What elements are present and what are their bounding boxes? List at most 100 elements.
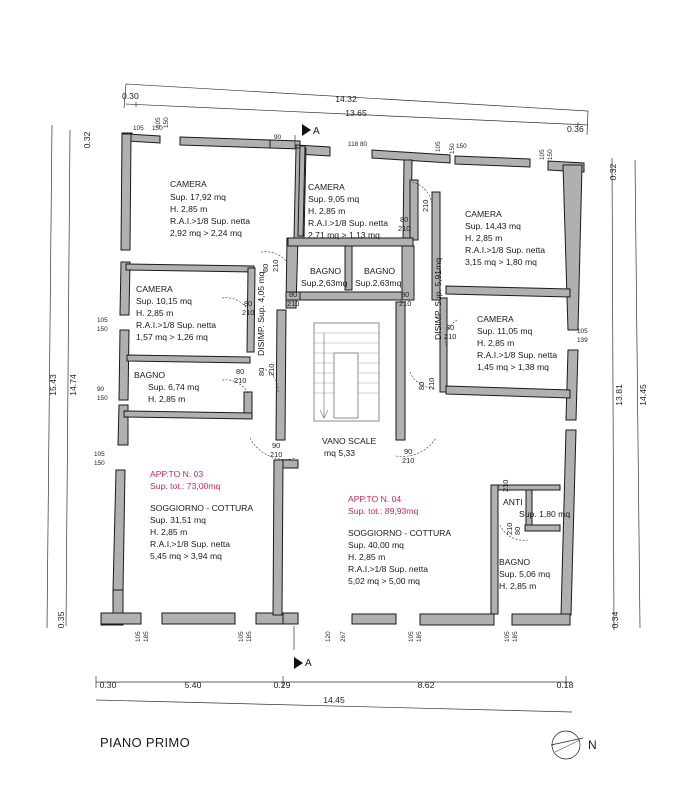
svg-text:185: 185: [143, 631, 150, 642]
svg-text:Sup.2,63mq: Sup.2,63mq: [301, 278, 348, 288]
exterior-walls: [100, 132, 585, 626]
svg-text:Sup. tot.: 73,00mq: Sup. tot.: 73,00mq: [150, 481, 220, 491]
top-inner-dim: 13.65: [345, 108, 367, 118]
room-camera-4: CAMERA Sup. 10,15 mq H. 2,85 m R.A.I.>1/…: [136, 284, 216, 342]
svg-text:CAMERA: CAMERA: [136, 284, 173, 294]
svg-text:120: 120: [325, 631, 332, 642]
svg-text:Sup. 40,00 mq: Sup. 40,00 mq: [348, 540, 404, 550]
svg-text:80: 80: [417, 382, 426, 390]
svg-text:R.A.I.>1/8 Sup. netta: R.A.I.>1/8 Sup. netta: [170, 216, 250, 226]
svg-text:R.A.I.>1/8 Sup. netta: R.A.I.>1/8 Sup. netta: [477, 350, 557, 360]
svg-text:SOGGIORNO - COTTURA: SOGGIORNO - COTTURA: [150, 503, 253, 513]
left-top-wall-dim: 0.32: [82, 131, 92, 148]
svg-text:Sup. tot.: 89,93mq: Sup. tot.: 89,93mq: [348, 506, 418, 516]
svg-text:80: 80: [513, 527, 522, 535]
apartment-04-label: APP.TO N. 04 Sup. tot.: 89,93mq: [348, 494, 418, 516]
svg-text:CAMERA: CAMERA: [170, 179, 207, 189]
svg-text:R.A.I.>1/8 Sup. netta: R.A.I.>1/8 Sup. netta: [150, 539, 230, 549]
svg-text:VANO SCALE: VANO SCALE: [322, 436, 377, 446]
window-dims-top: 105 150 90 118 80 150: [133, 125, 467, 150]
svg-text:H. 2,85 m: H. 2,85 m: [499, 581, 536, 591]
svg-text:Sup. 1,80 mq: Sup. 1,80 mq: [519, 509, 570, 519]
svg-text:H. 2,85 m: H. 2,85 m: [308, 206, 345, 216]
svg-text:105: 105: [408, 631, 415, 642]
bottom-left-span-dim: 5.40: [185, 680, 202, 690]
svg-text:H. 2,85 m: H. 2,85 m: [465, 233, 502, 243]
svg-text:1,45 mq > 1,38 mq: 1,45 mq > 1,38 mq: [477, 362, 549, 372]
svg-text:Sup. 11,05 mq: Sup. 11,05 mq: [477, 326, 532, 336]
svg-text:105: 105: [577, 328, 588, 335]
svg-text:1,57 mq > 1,26 mq: 1,57 mq > 1,26 mq: [136, 332, 208, 342]
svg-text:105: 105: [133, 125, 144, 132]
svg-text:SOGGIORNO - COTTURA: SOGGIORNO - COTTURA: [348, 528, 451, 538]
svg-text:210: 210: [271, 260, 280, 272]
svg-text:80: 80: [244, 299, 252, 308]
svg-text:105: 105: [504, 631, 511, 642]
svg-text:185: 185: [246, 631, 253, 642]
room-camera-2: CAMERA Sup. 9,05 mq H. 2,85 m R.A.I.>1/8…: [308, 182, 388, 240]
svg-text:267: 267: [340, 631, 347, 642]
svg-text:210: 210: [402, 456, 414, 465]
svg-text:105: 105: [155, 117, 162, 128]
svg-text:DISIMP. Sup. 4,05 mq: DISIMP. Sup. 4,05 mq: [256, 271, 266, 356]
svg-text:2,92 mq > 2,24 mq: 2,92 mq > 2,24 mq: [170, 228, 242, 238]
section-marker-bottom: A: [293, 626, 312, 669]
svg-text:210: 210: [505, 523, 514, 535]
svg-text:105: 105: [539, 149, 546, 160]
svg-text:90: 90: [272, 441, 280, 450]
right-inner-dim: 13.81: [614, 384, 624, 406]
svg-text:80: 80: [400, 215, 408, 224]
svg-text:105: 105: [435, 141, 442, 152]
svg-text:Sup. 10,15 mq: Sup. 10,15 mq: [136, 296, 192, 306]
door-swings: [221, 181, 529, 541]
svg-text:H. 2,85 m: H. 2,85 m: [148, 394, 185, 404]
svg-text:Sup. 31,51 mq: Sup. 31,51 mq: [150, 515, 206, 525]
svg-text:Sup. 5,06 mq: Sup. 5,06 mq: [499, 569, 550, 579]
svg-text:105: 105: [238, 631, 245, 642]
room-soggiorno-1: SOGGIORNO - COTTURA Sup. 31,51 mq H. 2,8…: [150, 503, 253, 561]
svg-text:CAMERA: CAMERA: [477, 314, 514, 324]
svg-text:80: 80: [289, 290, 297, 299]
svg-text:210: 210: [501, 480, 510, 492]
svg-text:80: 80: [401, 290, 409, 299]
page-title: PIANO PRIMO: [100, 735, 190, 750]
room-bagno-small-1: BAGNO Sup.2,63mq: [301, 266, 348, 288]
svg-text:210: 210: [270, 450, 282, 459]
left-dimension-lines: 15.43 14.74 0.32 0.35: [46, 124, 92, 628]
right-top-wall-dim: 0.32: [608, 163, 618, 180]
svg-text:90: 90: [97, 386, 105, 393]
svg-text:BAGNO: BAGNO: [134, 370, 165, 380]
compass-circle-icon: [551, 730, 581, 760]
bottom-dimension-lines: 0.30 5.40 0.29 8.62 0.18 14.45: [95, 676, 574, 713]
svg-text:5,45 mq > 3,94 mq: 5,45 mq > 3,94 mq: [150, 551, 222, 561]
door-labels: 80 210 80 210 210 80 210 80 210 80 210 8…: [234, 200, 522, 535]
apartment-03-label: APP.TO N. 03 Sup. tot.: 73,00mq: [150, 469, 220, 491]
top-dimension-lines: 14.32 13.65 0.30 0.36: [122, 83, 589, 136]
section-marker-top: A: [294, 124, 320, 148]
room-camera-5: CAMERA Sup. 11,05 mq H. 2,85 m R.A.I.>1/…: [477, 314, 557, 372]
left-overall-dim: 15.43: [48, 374, 58, 396]
svg-text:R.A.I.>1/8 Sup. netta: R.A.I.>1/8 Sup. netta: [348, 564, 428, 574]
disimp-2: DISIMP. Sup. 5,91mq: [433, 258, 443, 340]
left-inner-dim: 14.74: [68, 374, 78, 396]
svg-text:BAGNO: BAGNO: [499, 557, 530, 567]
svg-text:Sup.2,63mq: Sup.2,63mq: [355, 278, 402, 288]
svg-text:CAMERA: CAMERA: [308, 182, 345, 192]
bottom-right-wall-dim: 0.18: [557, 680, 574, 690]
window-dims-top-rot: 105 150 105 150 105 150: [155, 117, 554, 160]
svg-text:80: 80: [257, 368, 266, 376]
svg-text:210: 210: [398, 224, 410, 233]
room-soggiorno-2: SOGGIORNO - COTTURA Sup. 40,00 mq H. 2,8…: [348, 528, 451, 586]
svg-text:R.A.I.>1/8 Sup. netta: R.A.I.>1/8 Sup. netta: [465, 245, 545, 255]
svg-text:Sup. 9,05 mq: Sup. 9,05 mq: [308, 194, 359, 204]
svg-text:150: 150: [456, 143, 467, 150]
svg-text:118: 118: [348, 141, 359, 148]
svg-text:210: 210: [421, 200, 430, 212]
svg-text:DISIMP. Sup. 5,91mq: DISIMP. Sup. 5,91mq: [433, 258, 443, 340]
svg-text:210: 210: [234, 376, 246, 385]
room-camera-3: CAMERA Sup. 14,43 mq H. 2,85 m R.A.I.>1/…: [465, 209, 545, 267]
svg-text:90: 90: [404, 447, 412, 456]
svg-text:Sup. 17,92 mq: Sup. 17,92 mq: [170, 192, 226, 202]
svg-text:Sup. 14,43 mq: Sup. 14,43 mq: [465, 221, 521, 231]
svg-text:185: 185: [512, 631, 519, 642]
